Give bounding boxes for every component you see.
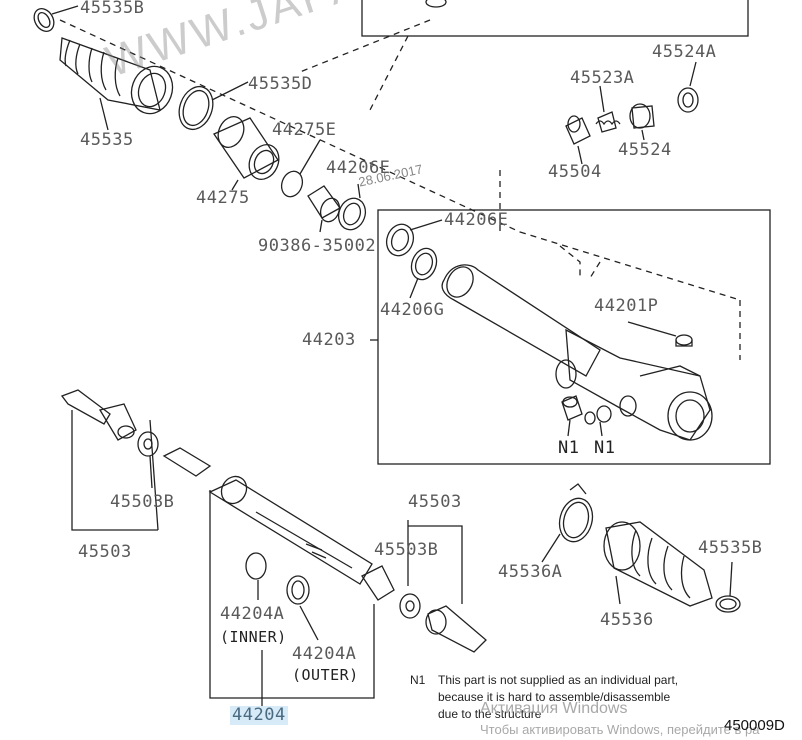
label-45523a: 45523A	[570, 68, 635, 88]
label-45535b: 45535B	[80, 0, 145, 18]
nut-45524	[629, 103, 655, 141]
clip-45535b-right	[715, 561, 741, 613]
label-45524a: 45524A	[652, 42, 717, 62]
footnote-line-3: due to the structure	[438, 707, 542, 721]
label-44204a-outer: 44204A	[292, 644, 357, 664]
nut-45503b-right	[399, 593, 421, 619]
label-44206e: 44206E	[444, 210, 509, 230]
label-45503b-left: 45503B	[110, 492, 175, 512]
bracket-45503-right	[407, 520, 463, 604]
guide-45504	[565, 115, 591, 165]
spring-45523a	[595, 85, 621, 133]
clip-45536a	[541, 483, 594, 563]
label-45503-right: 45503	[408, 492, 462, 512]
rack-44204	[162, 447, 395, 601]
label-45524: 45524	[618, 140, 672, 160]
footnote-text: This part is not supplied as an individu…	[438, 672, 678, 723]
label-outer: (OUTER)	[292, 666, 359, 684]
plug-44201p	[627, 321, 693, 347]
nut-45503b-left	[137, 431, 159, 489]
upper-assembly-frame	[361, 0, 749, 37]
dashed-leader-main	[59, 19, 741, 360]
tie-rod-end-45503-right	[425, 605, 487, 653]
label-44275: 44275	[196, 188, 250, 208]
tie-rod-end-45503-left	[60, 389, 137, 441]
label-inner: (INNER)	[220, 628, 287, 646]
label-45536: 45536	[600, 610, 654, 630]
dashed-leader-top	[299, 19, 431, 111]
seal-44206e	[385, 219, 443, 257]
bracket-44204	[209, 490, 375, 699]
label-45536a: 45536A	[498, 562, 563, 582]
boot-45536	[603, 521, 713, 607]
footnote-marker: N1	[410, 673, 426, 687]
figure-code: 450009D	[724, 717, 785, 734]
clip-45535d	[178, 81, 249, 131]
label-n1-a: N1	[558, 438, 580, 458]
footnote-line-1: This part is not supplied as an individu…	[438, 673, 679, 687]
seal-44206g	[409, 247, 438, 299]
label-45503b-right: 45503B	[374, 540, 439, 560]
label-n1-b: N1	[594, 438, 616, 458]
footnote-line-2: because it is hard to assemble/disassemb…	[438, 690, 671, 704]
label-45535: 45535	[80, 130, 134, 150]
bushing-44204a-inner	[245, 552, 267, 600]
label-44201p: 44201P	[594, 296, 659, 316]
label-44206e-top: 44206E	[326, 158, 391, 178]
label-44275e: 44275E	[272, 120, 337, 140]
label-45504: 45504	[548, 162, 602, 182]
label-45535d: 45535D	[248, 74, 313, 94]
label-44204a-inner: 44204A	[220, 604, 285, 624]
n1-parts	[561, 395, 612, 437]
windows-activation-title: Активация Windows	[480, 700, 628, 717]
label-45503-left: 45503	[78, 542, 132, 562]
bushing-44204a-outer	[286, 575, 319, 641]
housing-44203	[441, 264, 713, 441]
label-44206g: 44206G	[380, 300, 445, 320]
clip-45535b-top	[33, 5, 79, 32]
oring-44275e	[280, 170, 304, 198]
cap-45524a	[677, 61, 699, 113]
label-44203: 44203	[302, 330, 356, 350]
upper-assembly-fragment	[425, 0, 447, 8]
windows-activation-subtitle: Чтобы активировать Windows, перейдите в …	[480, 722, 760, 737]
label-45535b-right: 45535B	[698, 538, 763, 558]
label-90386-35002: 90386-35002	[258, 236, 377, 256]
housing-44203-frame	[377, 209, 771, 465]
seal-44206e-top	[337, 183, 367, 231]
bracket-45503-left	[71, 410, 159, 531]
bushing-44275	[213, 115, 280, 191]
label-44204: 44204	[230, 705, 288, 725]
boot-45535	[59, 37, 174, 131]
bearing-90386-35002	[307, 185, 341, 233]
